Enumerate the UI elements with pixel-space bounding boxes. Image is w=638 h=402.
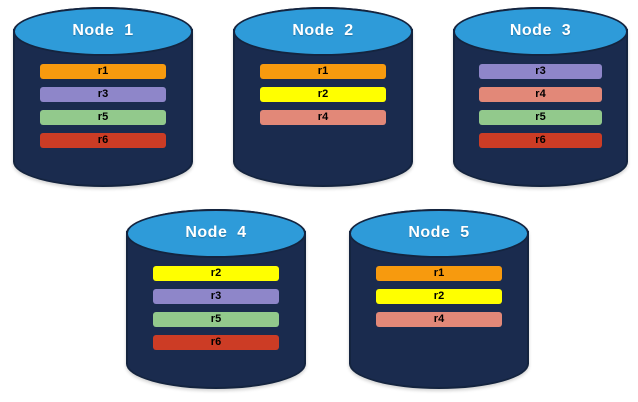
replica-list: r1 r2 r4 <box>233 59 413 126</box>
replica-label: r5 <box>535 111 546 124</box>
replica-bar-r5[interactable]: r5 <box>40 110 166 126</box>
replica-label: r5 <box>97 111 109 124</box>
replica-label: r6 <box>535 134 546 147</box>
replica-label: r1 <box>433 267 445 280</box>
replica-label: r4 <box>535 88 546 101</box>
replica-bar-r4[interactable]: r4 <box>260 110 386 126</box>
database-node-2[interactable]: Node 2 r1 r2 r4 <box>233 7 413 187</box>
replica-list: r2 r3 r5 r6 <box>126 261 306 351</box>
replica-bar-r4[interactable]: r4 <box>479 87 602 103</box>
cylinder-top: Node 4 <box>126 209 306 258</box>
replica-bar-r1[interactable]: r1 <box>40 64 166 80</box>
replica-label: r3 <box>97 88 109 101</box>
replica-bar-r6[interactable]: r6 <box>153 335 279 351</box>
database-node-4[interactable]: Node 4 r2 r3 r5 r6 <box>126 209 306 389</box>
replica-label: r3 <box>535 65 546 78</box>
replica-list: r3 r4 r5 r6 <box>453 59 628 149</box>
replica-label: r1 <box>317 65 329 78</box>
node-title: Node 5 <box>408 224 470 242</box>
replica-label: r2 <box>317 88 329 101</box>
replica-label: r4 <box>433 313 445 326</box>
replica-label: r5 <box>210 313 222 326</box>
cylinder-top: Node 2 <box>233 7 413 56</box>
replica-bar-r5[interactable]: r5 <box>479 110 602 126</box>
cylinder-top: Node 5 <box>349 209 529 258</box>
replica-list: r1 r3 r5 r6 <box>13 59 193 149</box>
replica-bar-r3[interactable]: r3 <box>153 289 279 305</box>
replica-bar-r2[interactable]: r2 <box>260 87 386 103</box>
replica-label: r3 <box>210 290 222 303</box>
database-node-3[interactable]: Node 3 r3 r4 r5 r6 <box>453 7 628 187</box>
replica-bar-r1[interactable]: r1 <box>376 266 502 282</box>
database-node-1[interactable]: Node 1 r1 r3 r5 r6 <box>13 7 193 187</box>
replica-bar-r4[interactable]: r4 <box>376 312 502 328</box>
replica-bar-r6[interactable]: r6 <box>479 133 602 149</box>
replica-bar-r5[interactable]: r5 <box>153 312 279 328</box>
cylinder-top: Node 3 <box>453 7 628 56</box>
replica-label: r6 <box>210 336 222 349</box>
node-title: Node 2 <box>292 22 354 40</box>
replica-label: r2 <box>433 290 445 303</box>
replica-bar-r3[interactable]: r3 <box>479 64 602 80</box>
node-title: Node 4 <box>185 224 247 242</box>
replica-bar-r3[interactable]: r3 <box>40 87 166 103</box>
database-node-5[interactable]: Node 5 r1 r2 r4 <box>349 209 529 389</box>
node-title: Node 1 <box>72 22 134 40</box>
replica-list: r1 r2 r4 <box>349 261 529 328</box>
cylinder-top: Node 1 <box>13 7 193 56</box>
node-title: Node 3 <box>509 22 572 40</box>
replica-bar-r2[interactable]: r2 <box>376 289 502 305</box>
replica-label: r1 <box>97 65 109 78</box>
replica-bar-r6[interactable]: r6 <box>40 133 166 149</box>
replica-label: r6 <box>97 134 109 147</box>
replica-bar-r2[interactable]: r2 <box>153 266 279 282</box>
replica-label: r2 <box>210 267 222 280</box>
replica-label: r4 <box>317 111 329 124</box>
replica-bar-r1[interactable]: r1 <box>260 64 386 80</box>
